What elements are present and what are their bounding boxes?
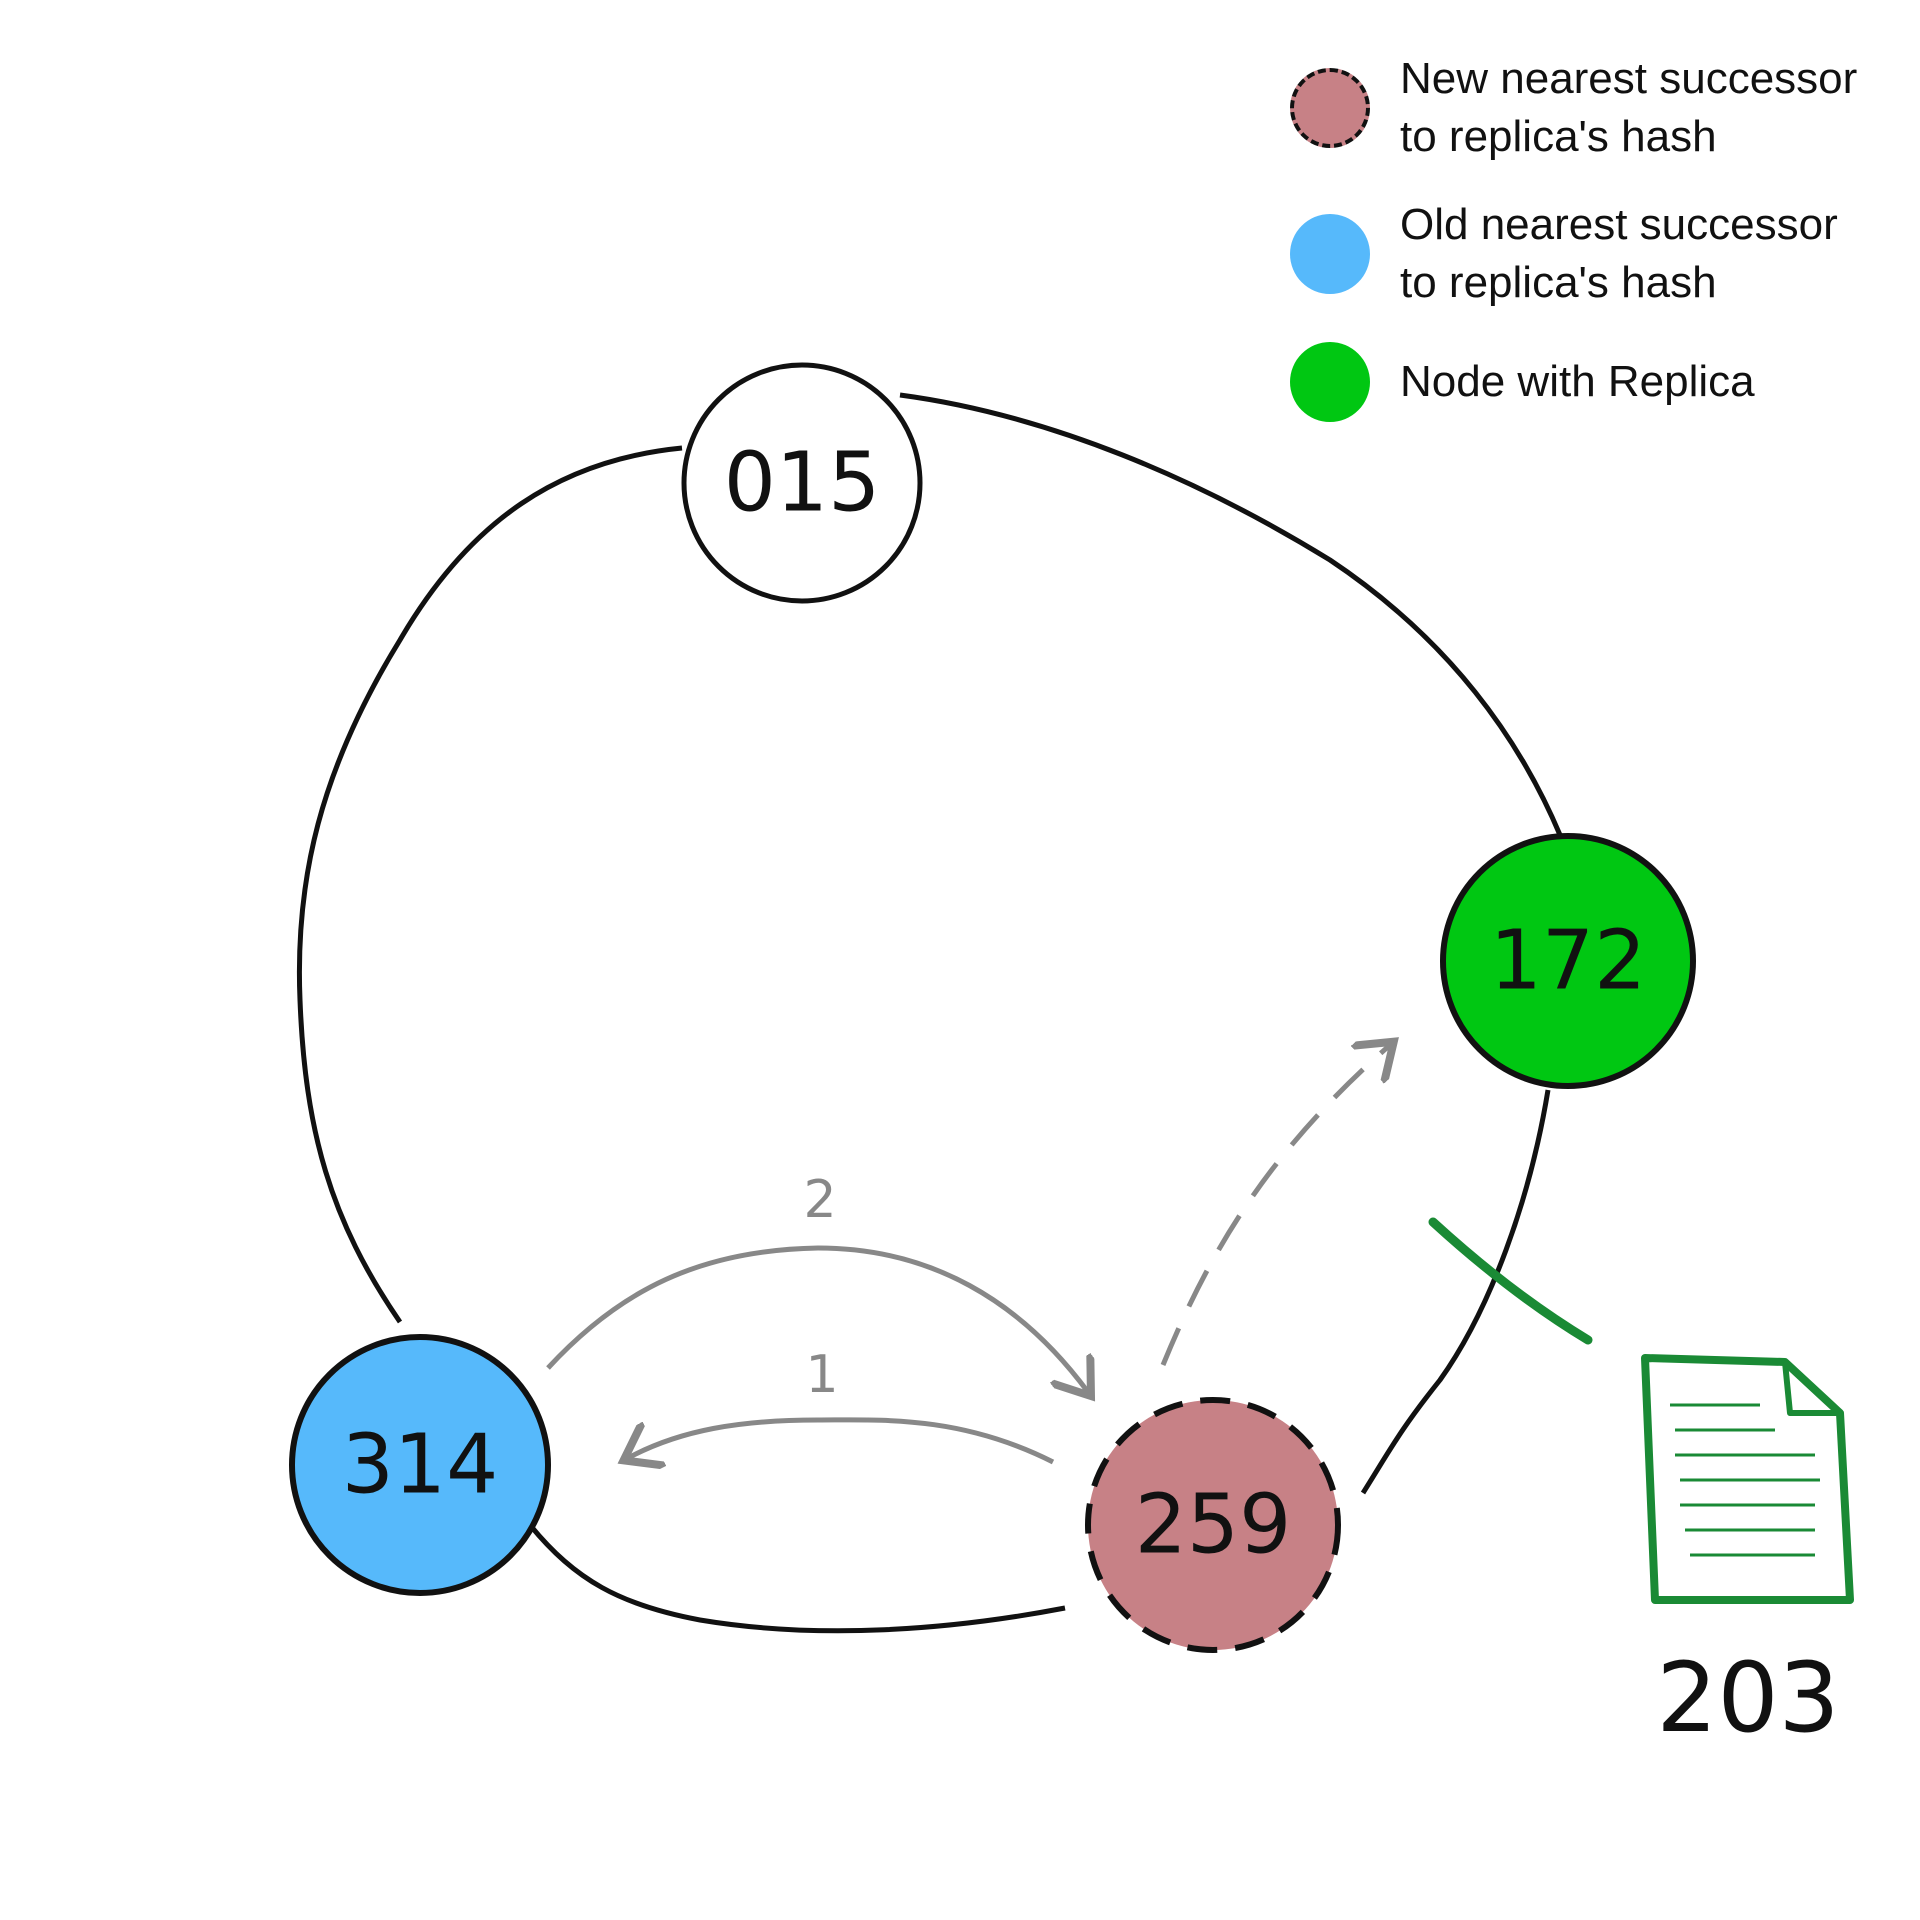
node-314-label: 314 bbox=[342, 1418, 499, 1513]
node-259: 259 bbox=[1085, 1397, 1341, 1653]
replica-document-icon: 203 bbox=[1641, 1354, 1854, 1754]
document-label: 203 bbox=[1656, 1642, 1839, 1754]
document-fold bbox=[1782, 1361, 1840, 1416]
node-259-label: 259 bbox=[1135, 1478, 1292, 1573]
node-015: 015 bbox=[681, 362, 923, 604]
legend-swatch-replica-node bbox=[1290, 342, 1370, 422]
node-015-circle bbox=[681, 362, 923, 604]
document-text-lines bbox=[1670, 1403, 1820, 1557]
arrow-step-2 bbox=[546, 1245, 1088, 1392]
ring-segment-015-172 bbox=[899, 392, 1563, 836]
legend-label-replica-node: Node with Replica bbox=[1400, 357, 1755, 406]
ring-segment-259-314 bbox=[528, 1523, 1066, 1634]
legend-swatch-new-successor bbox=[1290, 68, 1370, 148]
legend: New nearest successor to replica's hash … bbox=[1290, 50, 1910, 452]
legend-item-old-successor: Old nearest successor to replica's hash bbox=[1290, 196, 1910, 312]
legend-label-old-successor: Old nearest successor to replica's hash bbox=[1400, 200, 1838, 307]
arrow-step-2-label: 2 bbox=[803, 1170, 836, 1230]
replica-transfer-arrow bbox=[1160, 1045, 1390, 1366]
ring-segment-015-314 bbox=[296, 445, 683, 1324]
node-172-circle bbox=[1440, 833, 1696, 1089]
legend-label-new-successor: New nearest successor to replica's hash bbox=[1400, 54, 1858, 161]
legend-item-new-successor: New nearest successor to replica's hash bbox=[1290, 50, 1910, 166]
node-314-circle bbox=[289, 1334, 551, 1596]
legend-item-replica-node: Node with Replica bbox=[1290, 342, 1910, 422]
ring-segment-172-259 bbox=[1360, 1089, 1551, 1495]
node-314: 314 bbox=[289, 1334, 551, 1596]
node-015-label: 015 bbox=[724, 436, 881, 531]
replica-pointer-line bbox=[1428, 1217, 1593, 1345]
arrow-step-1 bbox=[628, 1417, 1055, 1462]
node-259-circle bbox=[1085, 1397, 1341, 1653]
legend-swatch-old-successor bbox=[1290, 214, 1370, 294]
arrow-step-1-label: 1 bbox=[805, 1345, 838, 1405]
node-172-label: 172 bbox=[1490, 914, 1647, 1009]
node-172: 172 bbox=[1440, 833, 1696, 1089]
